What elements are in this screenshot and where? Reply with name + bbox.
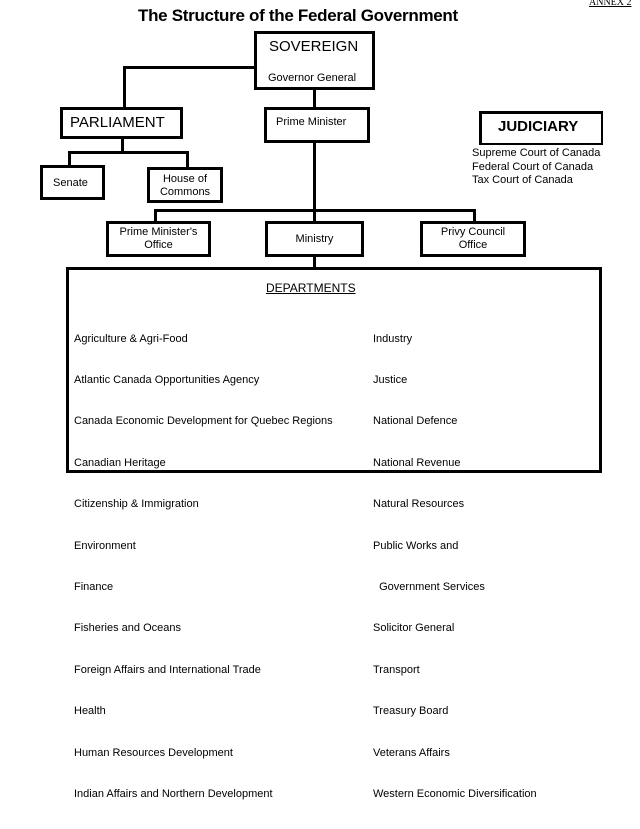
court-item: Supreme Court of Canada	[472, 147, 601, 159]
connector-pm-down	[313, 141, 316, 223]
ministry-label: Ministry	[295, 233, 334, 245]
judiciary-box: JUDICIARY	[479, 111, 603, 145]
department-item: Government Services	[373, 580, 485, 593]
connector-sovereign-parliament-v	[123, 66, 126, 109]
senate-box: Senate	[40, 165, 105, 200]
governor-general-label: Governor General	[268, 72, 357, 84]
pco-line2: Office	[458, 239, 488, 251]
departments-box: DEPARTMENTS Agriculture & Agri-Food Atla…	[66, 267, 602, 800]
prime-minister-box: Prime Minister	[264, 107, 370, 143]
connector-sovereign-parliament-h	[123, 66, 255, 69]
judiciary-title: JUDICIARY	[498, 118, 579, 135]
connector-senate-v	[68, 151, 71, 167]
department-item: Treasury Board	[373, 705, 449, 718]
sovereign-title: SOVEREIGN	[269, 38, 359, 55]
department-item: Solicitor General	[373, 622, 455, 635]
department-item: Veterans Affairs	[373, 746, 450, 759]
department-item: Justice	[373, 373, 408, 386]
department-item: Public Works and	[373, 539, 459, 552]
pmo-box: Prime Minister's Office	[106, 221, 211, 257]
house-of-commons-label: House of Commons	[150, 173, 220, 199]
pco-label: Privy Council Office	[423, 226, 523, 252]
department-item: Canada Economic Development for Quebec R…	[74, 415, 333, 428]
connector-chambers-h	[68, 151, 189, 154]
connector-sovereign-pm	[313, 88, 316, 108]
house-of-commons-box: House of Commons	[147, 167, 223, 203]
departments-heading: DEPARTMENTS	[266, 281, 356, 295]
department-item: Fisheries and Oceans	[74, 622, 181, 635]
department-item: National Revenue	[373, 456, 461, 469]
court-item: Tax Court of Canada	[472, 174, 573, 186]
pmo-line1: Prime Minister's	[119, 226, 198, 238]
pco-box: Privy Council Office	[420, 221, 526, 257]
courts-list: Supreme Court of Canada Federal Court of…	[472, 147, 600, 188]
department-item: National Defence	[373, 415, 458, 428]
connector-ministry-departments	[313, 255, 316, 269]
department-item: Industry	[373, 332, 413, 345]
department-item: Finance	[74, 580, 114, 593]
page-title: The Structure of the Federal Government	[138, 6, 458, 25]
department-item: Canadian Heritage	[74, 456, 166, 469]
department-item: Indian Affairs and Northern Development	[74, 787, 273, 800]
parliament-box: PARLIAMENT	[60, 107, 183, 139]
connector-commons-v	[186, 151, 189, 169]
house-of-commons-line2: Commons	[159, 186, 211, 198]
department-item: Citizenship & Immigration	[74, 498, 199, 511]
department-item: Western Economic Diversification	[373, 787, 537, 800]
department-item: Transport	[373, 663, 420, 676]
pco-line1: Privy Council	[440, 226, 506, 238]
department-item: Environment	[74, 539, 136, 552]
department-item: Health	[74, 705, 106, 718]
department-item: Atlantic Canada Opportunities Agency	[74, 373, 260, 386]
departments-right-column: Industry Justice National Defence Nation…	[373, 305, 537, 829]
department-item: Agriculture & Agri-Food	[74, 332, 188, 345]
senate-label: Senate	[53, 177, 88, 189]
annex-label: ANNEX 2	[589, 0, 632, 8]
house-of-commons-line1: House of	[162, 173, 208, 185]
connector-pco-v	[473, 209, 476, 223]
prime-minister-label: Prime Minister	[276, 116, 347, 128]
pmo-line2: Office	[144, 239, 173, 251]
court-item: Federal Court of Canada	[472, 160, 594, 173]
ministry-box: Ministry	[265, 221, 364, 257]
departments-left-column: Agriculture & Agri-Food Atlantic Canada …	[74, 305, 333, 829]
department-item: Natural Resources	[373, 498, 465, 511]
department-item: Human Resources Development	[74, 746, 233, 759]
connector-executive-h	[154, 209, 476, 212]
department-item: Foreign Affairs and International Trade	[74, 663, 261, 676]
connector-parliament-down	[121, 137, 124, 153]
parliament-title: PARLIAMENT	[70, 114, 165, 131]
connector-pmo-v	[154, 209, 157, 223]
pmo-label: Prime Minister's Office	[109, 226, 208, 252]
sovereign-box: SOVEREIGN Governor General	[254, 31, 375, 90]
